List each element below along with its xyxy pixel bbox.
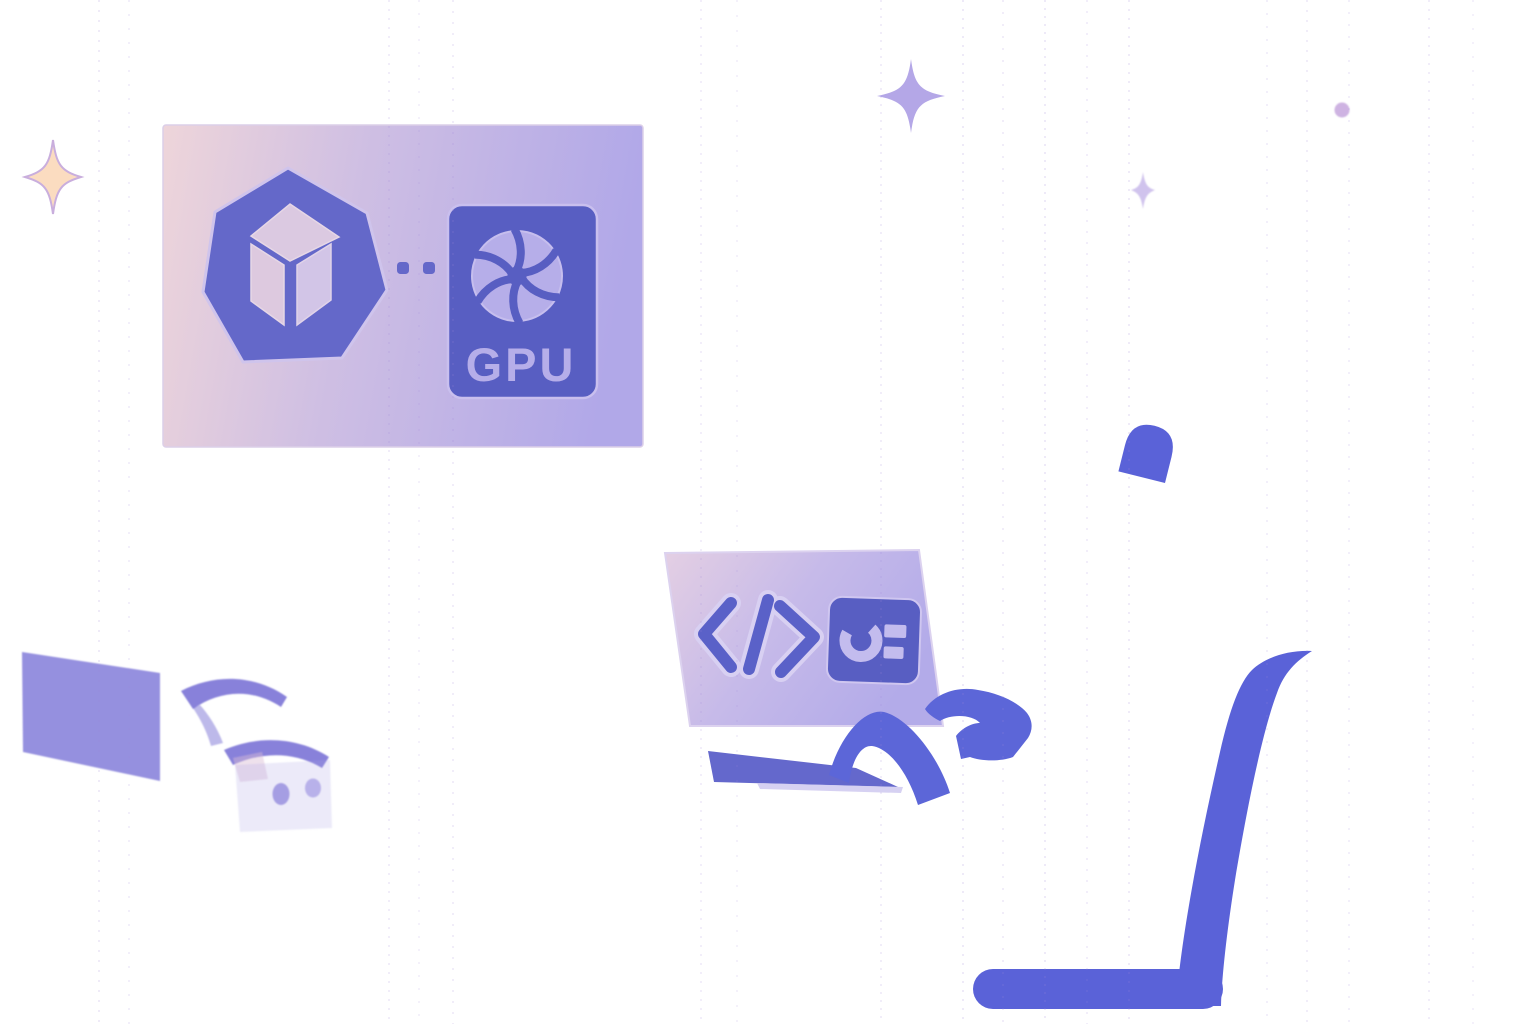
monitor-panel: GPU bbox=[162, 124, 644, 448]
truck-headlight bbox=[272, 783, 290, 805]
chair-back bbox=[1176, 650, 1312, 1006]
laptop bbox=[663, 548, 945, 793]
delivery-truck bbox=[22, 652, 332, 832]
sparkle-star-orange bbox=[21, 139, 85, 215]
chair bbox=[973, 650, 1312, 1009]
code-brackets-icon bbox=[694, 590, 824, 682]
terminal-bar bbox=[883, 646, 904, 659]
rounded-dome-shape bbox=[1118, 424, 1173, 484]
truck-headlight bbox=[305, 778, 321, 798]
terminal-bar bbox=[884, 624, 907, 639]
terminal-card-icon bbox=[825, 595, 922, 686]
container-heptagon-icon bbox=[201, 166, 389, 364]
truck-cab-roof bbox=[181, 678, 287, 709]
gpu-card-icon: GPU bbox=[446, 203, 599, 400]
left-angle-bracket-icon bbox=[698, 597, 737, 673]
cube-top-face bbox=[249, 203, 341, 262]
sparkle-dot bbox=[1334, 102, 1350, 118]
laptop-base bbox=[708, 751, 898, 787]
gpu-fan-hub bbox=[507, 266, 527, 286]
truck-cab-hood bbox=[224, 740, 329, 768]
slash-icon bbox=[743, 594, 774, 675]
link-dot bbox=[397, 262, 409, 274]
truck-trailer bbox=[22, 652, 160, 781]
laptop-base-highlight bbox=[757, 783, 903, 793]
terminal-c-glyph bbox=[839, 619, 883, 663]
truck-cab-pillar bbox=[193, 705, 223, 746]
sparkle-star-purple bbox=[877, 59, 945, 133]
gpu-label: GPU bbox=[466, 338, 577, 391]
chair-seat-base bbox=[973, 969, 1223, 1009]
link-dot bbox=[423, 262, 435, 274]
sparkle-faint bbox=[1131, 172, 1155, 209]
left-hand bbox=[829, 711, 950, 805]
cube-left-face bbox=[250, 242, 285, 327]
right-angle-bracket-icon bbox=[774, 600, 820, 678]
right-hand bbox=[925, 688, 1032, 761]
cube-icon bbox=[249, 203, 341, 327]
gpu-fan-icon bbox=[471, 226, 563, 326]
cube-right-face bbox=[296, 242, 332, 327]
